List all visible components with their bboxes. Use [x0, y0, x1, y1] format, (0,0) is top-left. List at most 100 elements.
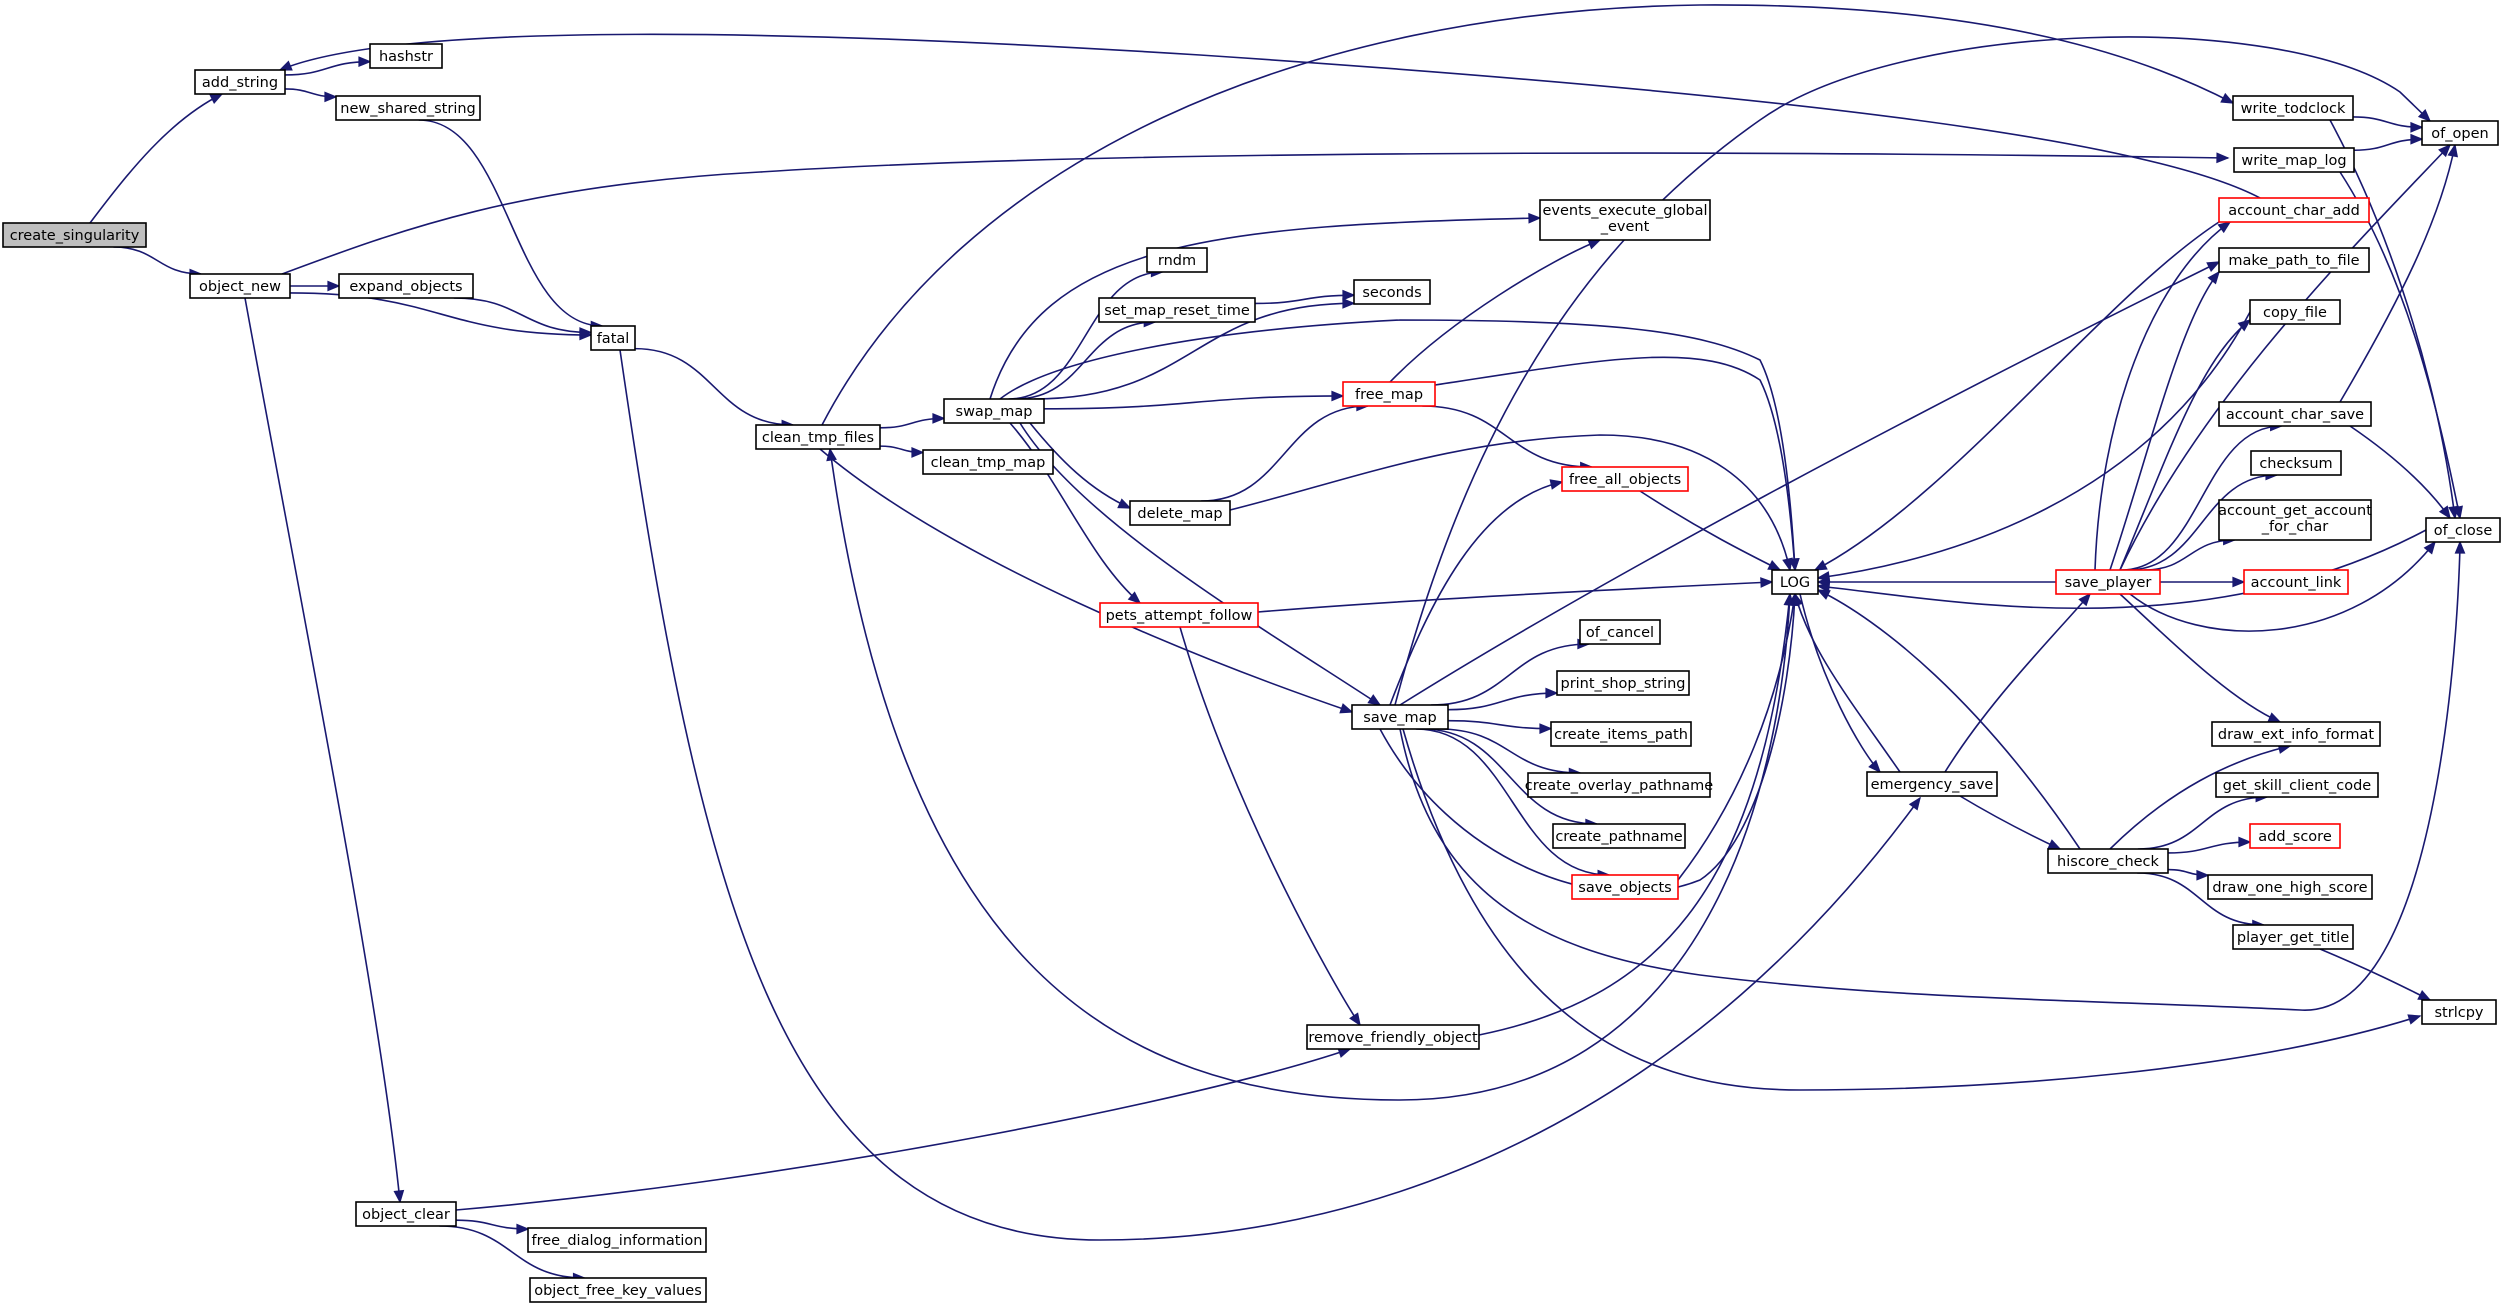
arrowhead [1342, 297, 1356, 309]
node-box [1571, 874, 1679, 900]
node-label: hiscore_check [2057, 854, 2159, 870]
node-label: free_dialog_information [532, 1233, 703, 1249]
arrowhead [393, 1189, 405, 1204]
node-account-link[interactable]: account_link [2243, 569, 2349, 595]
edge-swap_map-to-delete_map [1029, 422, 1132, 509]
node-new-shared-string[interactable]: new_shared_string [335, 95, 481, 121]
node-player-get-title[interactable]: player_get_title [2232, 924, 2354, 950]
node-expand-objects[interactable]: expand_objects [338, 273, 474, 299]
edge-create_singularity-to-add_string [89, 93, 224, 224]
edge-line [418, 119, 603, 327]
node-create-items-path[interactable]: create_items_path [1550, 721, 1692, 747]
node-box [1552, 823, 1686, 849]
node-hashstr[interactable]: hashstr [369, 43, 443, 69]
edge-add_string-to-new_shared_string [284, 88, 338, 103]
node-save-player[interactable]: save_player [2055, 569, 2161, 595]
arrowhead [2196, 869, 2210, 881]
node-checksum[interactable]: checksum [2250, 450, 2342, 476]
edge-new_shared_string-to-fatal [418, 119, 604, 332]
node-clean-tmp-map[interactable]: clean_tmp_map [922, 449, 1054, 475]
edge-swap_map-to-free_map [1043, 390, 1345, 410]
edge-fatal-to-emergency_save [619, 349, 1921, 1241]
edge-line [1399, 261, 2220, 706]
node-create-pathname[interactable]: create_pathname [1552, 823, 1686, 849]
node-account-get-account-for-char[interactable]: account_get_account_for_char [2218, 499, 2372, 541]
node-free-dialog-information[interactable]: free_dialog_information [527, 1227, 707, 1253]
edge-line [1817, 311, 2251, 579]
node-copy-file[interactable]: copy_file [2249, 299, 2341, 325]
arrowhead [2206, 261, 2221, 272]
node-events-execute-global-event[interactable]: events_execute_global_event [1539, 199, 1711, 241]
node-save-map[interactable]: save_map [1351, 704, 1449, 730]
node-seconds[interactable]: seconds [1353, 279, 1431, 305]
edge-line [821, 4, 2234, 426]
node-of-cancel[interactable]: of_cancel [1579, 619, 1661, 645]
node-emergency-save[interactable]: emergency_save [1866, 771, 1998, 797]
node-fatal[interactable]: fatal [590, 325, 636, 351]
node-make-path-to-file[interactable]: make_path_to_file [2218, 247, 2370, 273]
node-write-map-log[interactable]: write_map_log [2233, 147, 2355, 173]
node-swap-map[interactable]: swap_map [943, 398, 1045, 424]
edge-emergency_save-to-save_player [1944, 592, 2092, 773]
node-rndm[interactable]: rndm [1146, 247, 1208, 273]
edge-line [1015, 321, 1156, 400]
edge-save_player-to-draw_ext_info_format [2119, 593, 2282, 723]
node-add-score[interactable]: add_score [2249, 823, 2341, 849]
node-create-overlay-pathname[interactable]: create_overlay_pathname [1525, 772, 1714, 798]
node-clean-tmp-files[interactable]: clean_tmp_files [755, 424, 881, 450]
node-print-shop-string[interactable]: print_shop_string [1556, 670, 1690, 696]
node-free-all-objects[interactable]: free_all_objects [1561, 466, 1689, 492]
edge-expand_objects-to-fatal [453, 297, 593, 338]
node-hiscore-check[interactable]: hiscore_check [2047, 848, 2169, 874]
node-box [2421, 120, 2499, 146]
edge-save_map-to-create_items_path [1447, 719, 1553, 735]
node-account-char-save[interactable]: account_char_save [2218, 401, 2372, 427]
edge-line [2109, 745, 2291, 850]
node-label: add_string [202, 75, 278, 91]
arrowhead [1342, 289, 1356, 301]
edge-swap_map-to-pets_attempt_follow [1009, 422, 1142, 605]
node-object-clear[interactable]: object_clear [355, 1201, 457, 1227]
node-write-todclock[interactable]: write_todclock [2232, 95, 2354, 121]
node-box [1129, 500, 1231, 526]
node-delete-map[interactable]: delete_map [1129, 500, 1231, 526]
edge-line [1422, 405, 1592, 468]
node-label: of_close [2434, 523, 2493, 539]
node-object-free-key-values[interactable]: object_free_key_values [529, 1277, 707, 1303]
arrowhead [1813, 559, 1828, 571]
node-free-map[interactable]: free_map [1342, 381, 1436, 407]
arrowhead [2452, 505, 2463, 520]
edge-swap_map-to-seconds [1034, 297, 1356, 400]
node-strlcpy[interactable]: strlcpy [2421, 999, 2497, 1025]
node-LOG[interactable]: LOG [1771, 569, 1819, 595]
edge-clean_tmp_files-to-clean_tmp_map [879, 445, 925, 458]
edge-LOG-to-emergency_save [1799, 593, 1882, 774]
edge-write_todclock-to-of_open [2352, 116, 2424, 133]
node-remove-friendly-object[interactable]: remove_friendly_object [1306, 1024, 1480, 1050]
node-of-open[interactable]: of_open [2421, 120, 2499, 146]
node-set-map-reset-time[interactable]: set_map_reset_time [1098, 297, 1256, 323]
edge-set_map_reset_time-to-seconds [1254, 289, 1356, 305]
node-box [2250, 450, 2342, 476]
node-add-string[interactable]: add_string [194, 69, 286, 95]
node-label: save_objects [1578, 880, 1671, 896]
edge-account_char_add-to-add_string [278, 33, 2261, 199]
node-pets-attempt-follow[interactable]: pets_attempt_follow [1099, 602, 1259, 628]
node-create-singularity[interactable]: create_singularity [2, 222, 147, 248]
edge-line [244, 297, 401, 1203]
node-box [2425, 517, 2501, 543]
edge-line [2126, 474, 2278, 571]
node-of-close[interactable]: of_close [2425, 517, 2501, 543]
node-save-objects[interactable]: save_objects [1571, 874, 1679, 900]
edge-clean_tmp_files-to-swap_map [879, 412, 946, 429]
node-draw-one-high-score[interactable]: draw_one_high_score [2207, 874, 2373, 900]
arrowhead [1545, 687, 1559, 699]
edge-save_map-to-print_shop_string [1447, 687, 1559, 711]
node-get-skill-client-code[interactable]: get_skill_client_code [2215, 772, 2379, 798]
node-draw-ext-info-format[interactable]: draw_ext_info_format [2211, 721, 2381, 747]
edge-free_map-to-events_execute_global_event [1389, 239, 1602, 383]
node-account-char-add[interactable]: account_char_add [2218, 197, 2370, 223]
node-box [2207, 874, 2373, 900]
node-object-new[interactable]: object_new [189, 273, 291, 299]
